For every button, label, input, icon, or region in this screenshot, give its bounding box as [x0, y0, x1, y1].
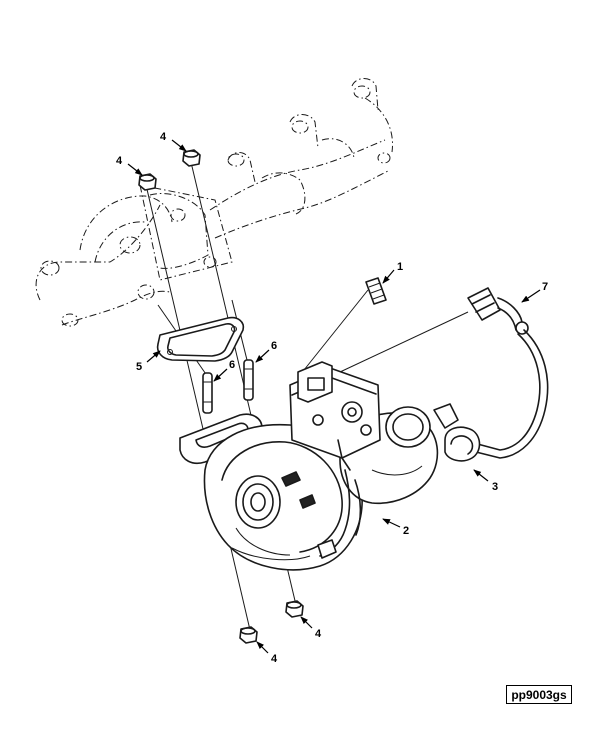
nuts — [138, 149, 304, 644]
nut-upper-right — [182, 149, 201, 167]
callouts: 1 2 3 4 4 4 4 5 6 6 7 — [116, 131, 548, 665]
callout-1: 1 — [397, 261, 403, 273]
small-clip — [365, 277, 387, 305]
callout-5: 5 — [136, 361, 142, 373]
leader-4b — [171, 139, 187, 152]
leader-7 — [521, 289, 541, 303]
nut-lower-right — [285, 600, 304, 618]
leader-4c — [300, 616, 313, 629]
exhaust-gasket — [156, 316, 245, 362]
callout-6b: 6 — [271, 340, 277, 352]
turbocharger — [179, 361, 459, 571]
wiring-harness — [444, 287, 549, 462]
exhaust-manifold-phantom — [35, 78, 394, 327]
nut-upper-left — [138, 173, 157, 191]
leader-3 — [473, 469, 489, 482]
callout-4c: 4 — [315, 628, 322, 640]
leader-5 — [146, 350, 161, 363]
figure-id-label: pp9003gs — [506, 685, 572, 704]
leader-6a — [213, 368, 228, 382]
leader-4d — [256, 641, 269, 654]
callout-3: 3 — [492, 481, 498, 493]
callout-4b: 4 — [160, 131, 167, 143]
leader-6b — [255, 349, 270, 363]
nut-lower-left — [239, 626, 258, 644]
leader-4a — [127, 163, 143, 176]
leader-2 — [382, 518, 401, 528]
callout-4a: 4 — [116, 155, 123, 167]
leader-1 — [382, 269, 395, 284]
callout-2: 2 — [403, 525, 409, 537]
callout-4d: 4 — [271, 653, 278, 665]
callout-7: 7 — [542, 281, 548, 293]
studs — [202, 359, 254, 414]
callout-6a: 6 — [229, 359, 235, 371]
